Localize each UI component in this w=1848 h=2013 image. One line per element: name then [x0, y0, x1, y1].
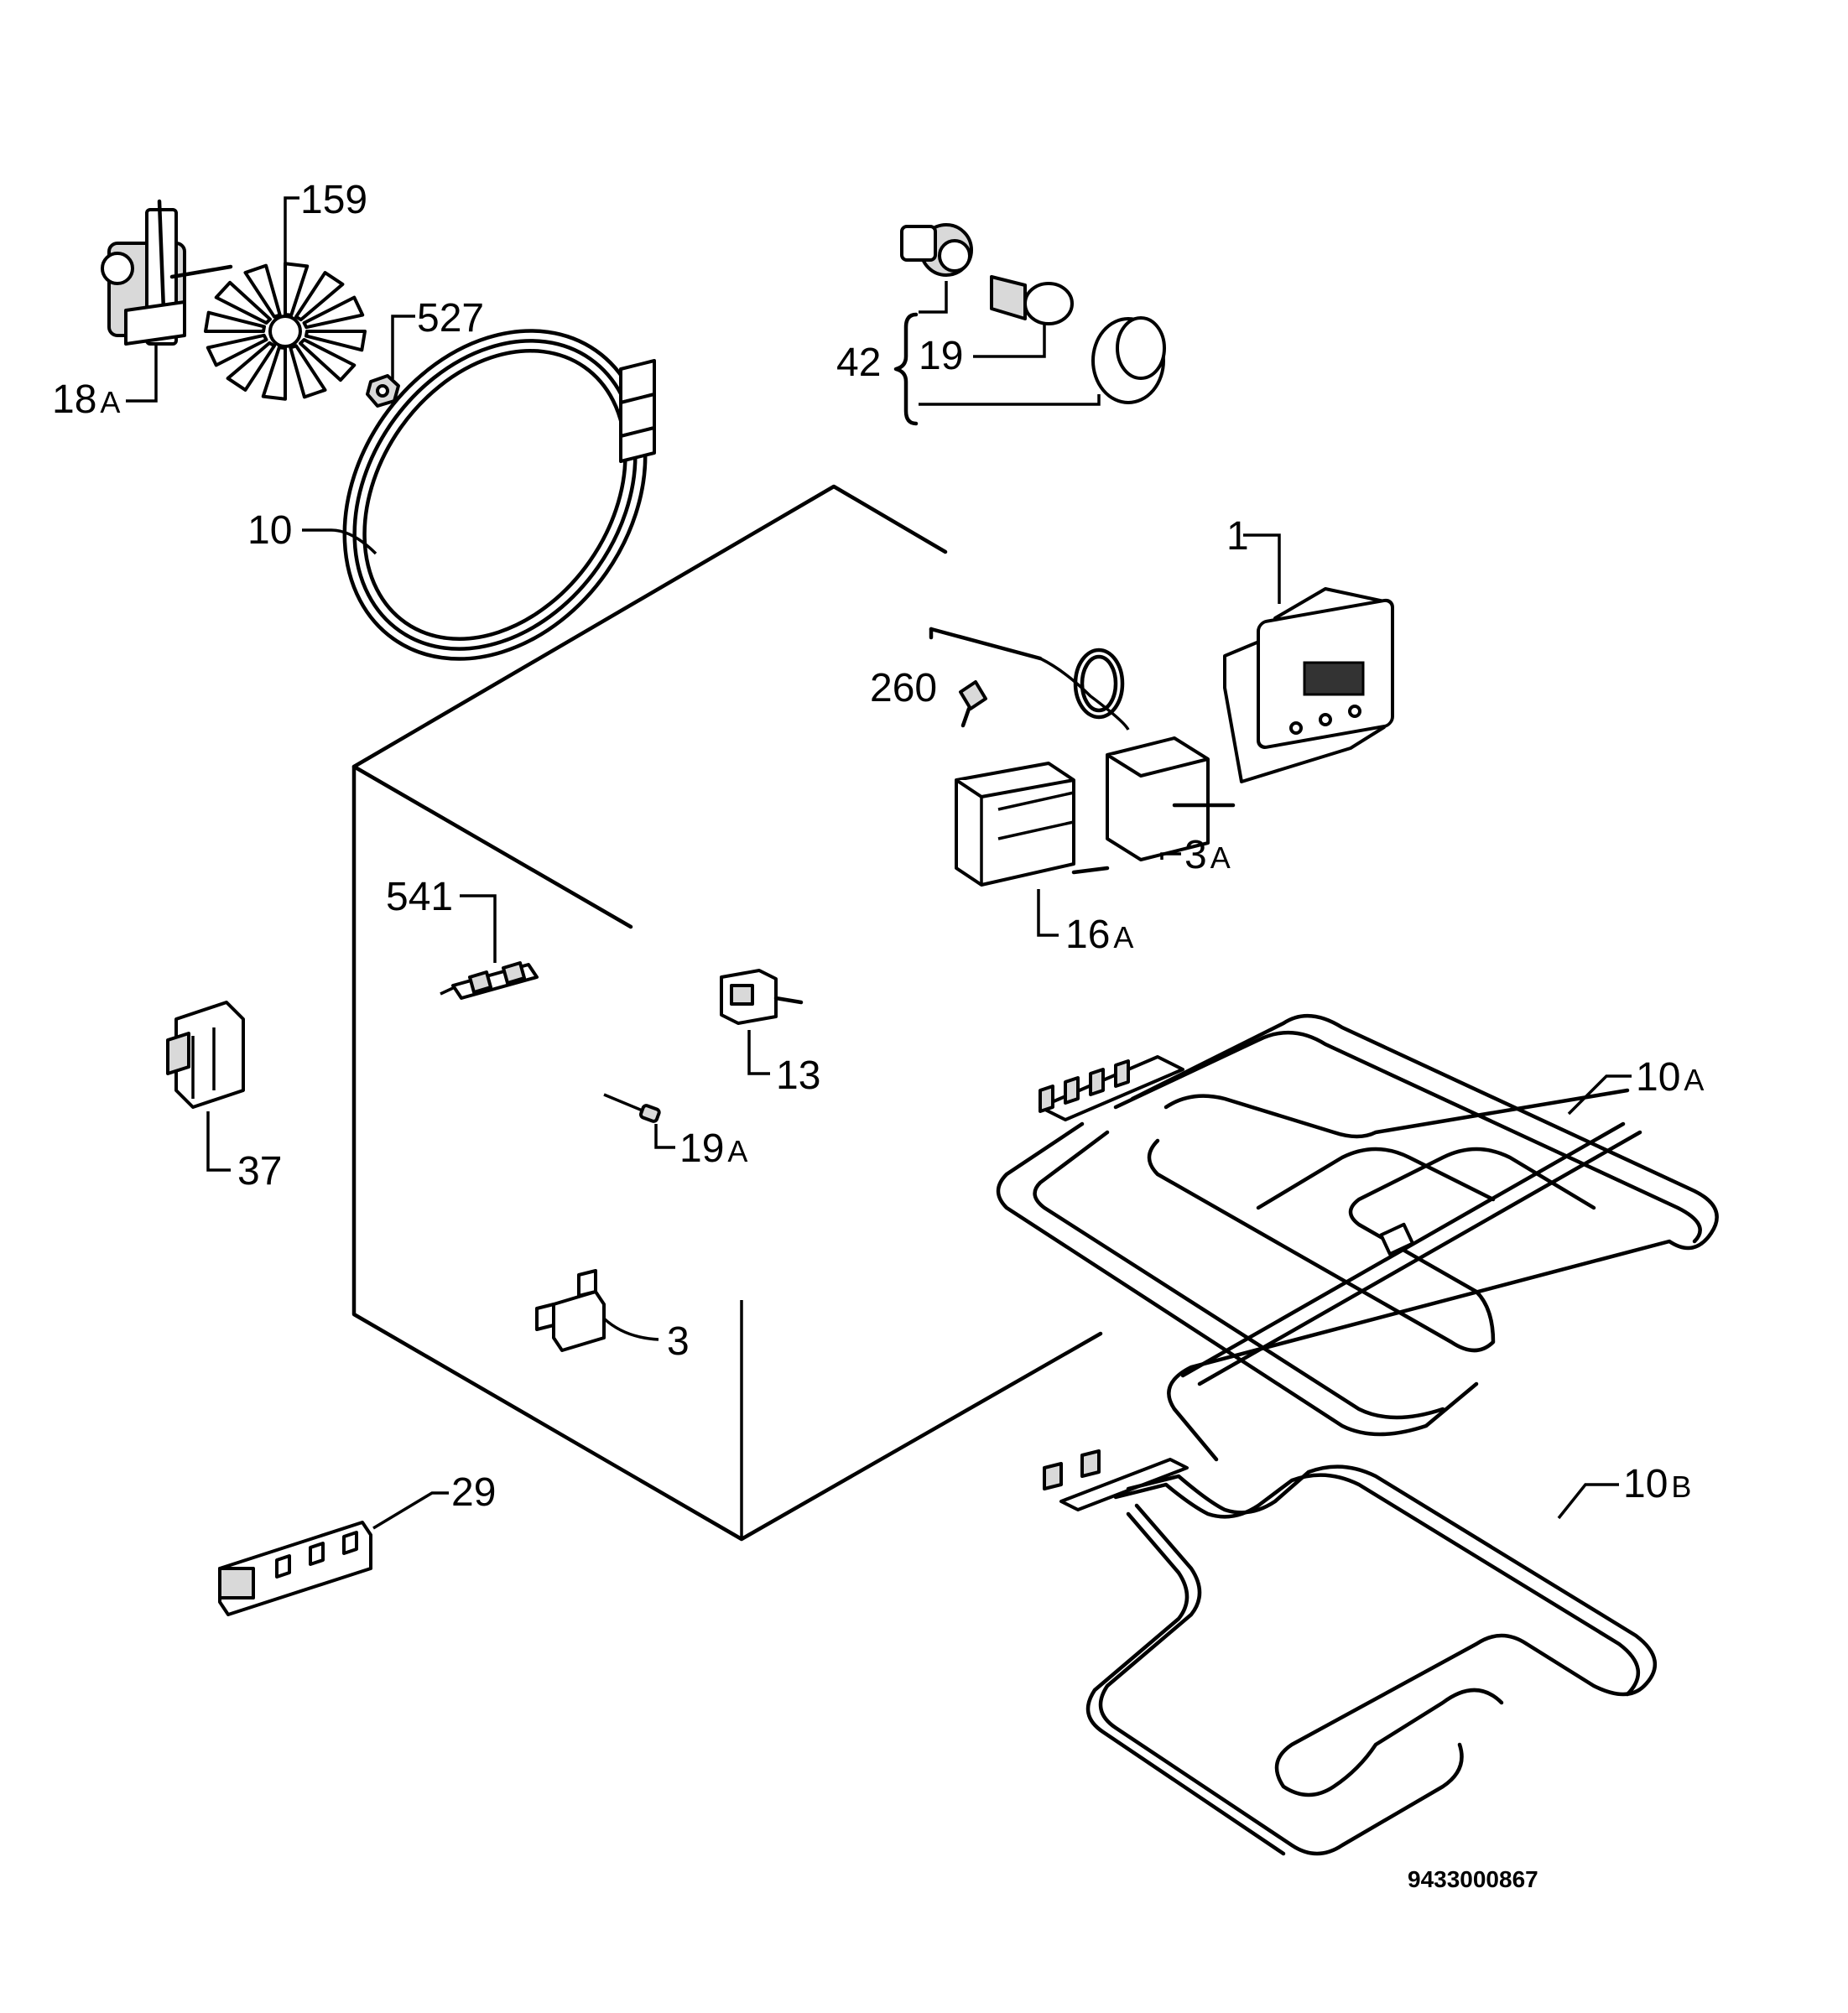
fan-blade-vane — [204, 310, 267, 333]
fan-blade-vane — [302, 295, 365, 330]
fan-blade-vane — [214, 280, 272, 325]
leader-37 — [206, 1111, 231, 1172]
selector-switch-16a — [955, 762, 1110, 887]
leader-18a — [126, 344, 158, 403]
fan-blade-vane — [299, 338, 357, 382]
leader-159 — [284, 196, 299, 268]
thermal-cutout-3 — [535, 1269, 606, 1352]
label-29: 29 — [451, 1470, 496, 1515]
fan-motor-18a — [101, 199, 233, 346]
switch-37 — [166, 1001, 245, 1109]
fan-blade-vane — [206, 333, 268, 367]
leader-10b — [1557, 1483, 1619, 1520]
leader-1 — [1243, 533, 1281, 604]
fan-blade-159 — [204, 262, 367, 401]
leader-10a — [1567, 1074, 1632, 1116]
lamp-holder — [900, 223, 973, 277]
leader-3a — [1160, 852, 1181, 860]
door-switch-541 — [440, 961, 539, 1000]
label-527: 527 — [417, 296, 484, 341]
spark-generator-29 — [218, 1521, 372, 1616]
leader-3 — [602, 1317, 659, 1341]
electronic-timer-1 — [1223, 587, 1394, 783]
document-number: 9433000867 — [1408, 1866, 1538, 1892]
leader-19a — [654, 1124, 675, 1149]
leader-13 — [747, 1030, 770, 1075]
leader-541 — [460, 894, 497, 963]
circular-heating-element-10 — [342, 329, 656, 661]
leader-16a — [1037, 889, 1059, 937]
leader-19 — [973, 323, 1046, 358]
bracket-42 — [893, 312, 919, 426]
fan-nut-527 — [366, 374, 400, 408]
fan-blade-vane — [304, 330, 367, 352]
lamp-cover — [1091, 316, 1166, 404]
oven-cavity-outline — [351, 484, 1103, 1542]
label-159: 159 — [300, 178, 367, 222]
leader-42-holder — [919, 281, 948, 314]
leader-10 — [302, 528, 377, 555]
label-37: 37 — [237, 1149, 282, 1194]
label-541: 541 — [386, 875, 453, 919]
leader-527 — [391, 315, 415, 379]
fan-blade-vane — [226, 341, 276, 392]
fan-blade-vane — [261, 346, 287, 401]
fan-blade-vane — [294, 271, 345, 322]
thermostat-3a — [929, 627, 1236, 861]
label-19: 19 — [919, 334, 963, 378]
fan-blade-vane — [289, 344, 327, 399]
fan-blade-vane — [284, 262, 310, 317]
push-switch-13 — [720, 969, 804, 1025]
leader-29 — [372, 1491, 449, 1530]
sensor-clip-260 — [959, 680, 987, 728]
fan-blade-vane — [243, 263, 282, 319]
lamp-bulb-19 — [990, 275, 1074, 325]
bottom-element-10b — [1043, 1449, 1658, 1856]
label-10: 10 — [247, 508, 292, 553]
label-42: 42 — [836, 341, 881, 385]
label-3: 3 — [667, 1319, 690, 1364]
indicator-lamp-19a — [603, 1093, 661, 1123]
label-13: 13 — [776, 1053, 820, 1098]
label-260: 260 — [870, 666, 937, 710]
leader-42-cover — [919, 394, 1101, 406]
grill-element-10a — [996, 1013, 1719, 1462]
